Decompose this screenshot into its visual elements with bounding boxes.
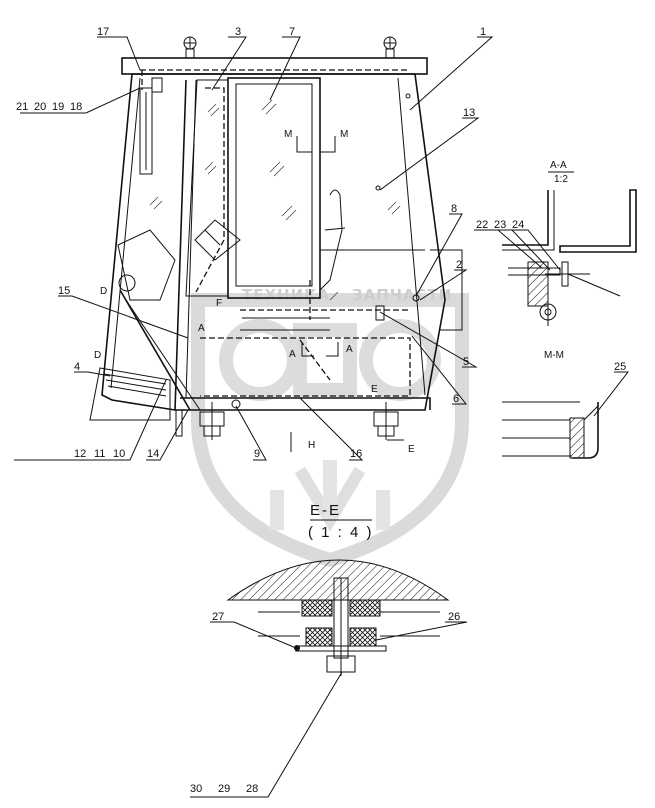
lifting-eye-right	[383, 36, 397, 59]
section-mark-e-bottom: E	[408, 444, 415, 455]
ee-rubber-top-right	[349, 599, 381, 617]
bolt-9	[231, 399, 241, 409]
side-window	[185, 79, 229, 297]
section-aa-title: A-A	[550, 160, 567, 171]
callout-leaders	[14, 36, 494, 461]
section-ee-scale: ( 1 : 4 )	[308, 524, 374, 541]
section-aa-scale: 1:2	[554, 174, 568, 185]
label-part-25: 25	[614, 361, 626, 373]
ee-rubber-bottom-left	[305, 627, 333, 647]
section-mark-e-top: E	[371, 384, 378, 395]
lifting-eye-left	[183, 36, 197, 59]
section-mark-f: F	[216, 298, 222, 309]
section-mark-d-top: D	[100, 286, 107, 297]
section-aa-detail: A-A 1:2 22 23 24	[474, 160, 637, 326]
ee-nut	[326, 655, 356, 673]
label-part-12: 12	[74, 448, 86, 460]
label-part-21: 21	[16, 101, 28, 113]
label-part-11: 11	[94, 448, 105, 460]
cab-roof	[121, 57, 428, 75]
floor-plate	[200, 337, 411, 397]
watermark-text-left: ТЕХНИКА	[242, 286, 330, 304]
front-pillar	[174, 79, 187, 411]
label-part-24: 24	[512, 219, 524, 231]
label-part-28: 28	[246, 783, 258, 795]
cab-main-view	[89, 36, 463, 440]
step-plate	[89, 367, 171, 421]
rubber-mount-left	[199, 402, 225, 440]
label-part-19: 19	[52, 101, 64, 113]
label-part-23: 23	[494, 219, 506, 231]
section-mark-a-inner: A	[198, 323, 205, 334]
label-part-2: 2	[456, 259, 462, 271]
label-part-17: 17	[97, 26, 109, 38]
section-mark-d-bottom: D	[94, 350, 101, 361]
cab-body-outline	[101, 73, 446, 411]
section-mark-a-right: A	[346, 344, 353, 355]
label-part-9: 9	[254, 448, 260, 460]
section-mark-a-left: A	[289, 349, 296, 360]
label-part-30: 30	[190, 783, 202, 795]
label-part-26: 26	[448, 611, 460, 623]
label-part-10: 10	[113, 448, 125, 460]
rubber-mount-right	[373, 402, 399, 440]
label-part-27: 27	[212, 611, 224, 623]
section-markers: M M A A A D D F E E H	[94, 129, 415, 455]
label-part-14: 14	[147, 448, 159, 460]
label-part-18: 18	[70, 101, 82, 113]
label-part-7: 7	[289, 26, 295, 38]
label-part-4: 4	[74, 361, 80, 373]
label-part-3: 3	[235, 26, 241, 38]
ee-rubber-top-left	[301, 599, 333, 617]
ee-upper-block	[226, 559, 450, 601]
label-part-13: 13	[463, 107, 475, 119]
side-lamp	[118, 274, 136, 292]
section-mark-h: H	[308, 440, 315, 451]
label-part-8: 8	[451, 203, 457, 215]
latch-5	[375, 305, 385, 321]
section-ee-title: E-E	[310, 502, 341, 519]
label-part-6: 6	[453, 393, 459, 405]
section-mark-m-right: M	[340, 129, 348, 140]
steering-column	[194, 219, 241, 261]
label-part-16: 16	[350, 448, 362, 460]
label-part-5: 5	[463, 356, 469, 368]
control-lever	[319, 189, 343, 291]
door-glass	[235, 83, 313, 287]
section-ee-detail: E-E ( 1 : 4 ) 27 26 30 29 28	[190, 502, 468, 798]
aa-bracket	[527, 261, 549, 307]
label-part-1: 1	[480, 26, 486, 38]
label-part-15: 15	[58, 285, 70, 297]
watermark-text-right: ЗАПЧАСТИ	[352, 286, 452, 304]
mount-14	[175, 409, 183, 437]
callout-labels: 17 3 7 1 13 21 20 19 18 8 2 15 4 5 6 12 …	[16, 26, 486, 460]
section-mm-title: M-M	[544, 350, 564, 361]
label-part-20: 20	[34, 101, 46, 113]
glass-marks	[149, 99, 401, 301]
label-part-22: 22	[476, 219, 488, 231]
mm-seal	[569, 417, 585, 459]
section-mark-m-left: M	[284, 129, 292, 140]
wiper-motor	[139, 87, 153, 175]
label-part-29: 29	[218, 783, 230, 795]
door-frame	[227, 77, 321, 299]
section-mm-detail: M-M 25	[502, 350, 630, 459]
ee-rubber-bottom-right	[349, 627, 377, 647]
